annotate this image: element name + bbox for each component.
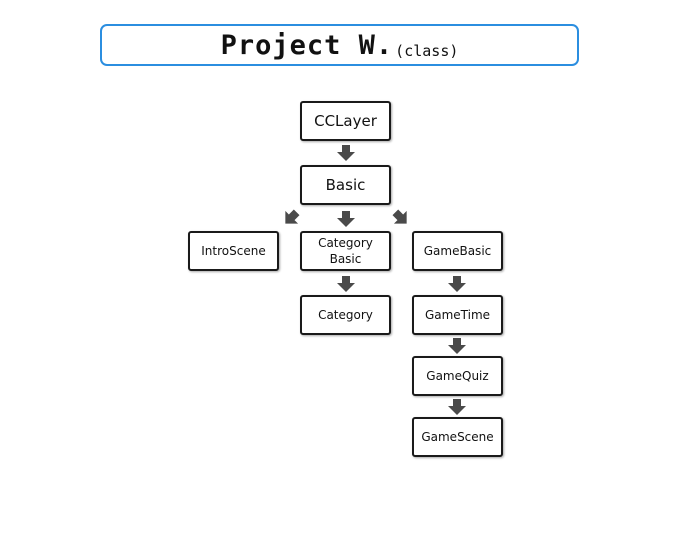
node-categorybasic: Category Basic [300, 231, 391, 271]
arrow-gametime-gamequiz [448, 338, 466, 354]
title-box: Project W. (class) [100, 24, 579, 66]
node-category-label: Category [318, 308, 373, 322]
node-cclayer: CCLayer [300, 101, 391, 141]
node-introscene: IntroScene [188, 231, 279, 271]
node-gamescene-label: GameScene [421, 430, 494, 444]
title-sub: (class) [395, 42, 459, 60]
node-cclayer-label: CCLayer [314, 112, 377, 130]
arrow-basic-introscene [285, 209, 300, 224]
arrow-cclayer-basic [337, 145, 355, 161]
node-gametime: GameTime [412, 295, 503, 335]
arrow-gamebasic-gametime [448, 276, 466, 292]
arrow-categorybasic-category [337, 276, 355, 292]
node-gamebasic: GameBasic [412, 231, 503, 271]
node-introscene-label: IntroScene [201, 244, 266, 258]
node-categorybasic-label: Category Basic [318, 236, 373, 266]
arrow-basic-gamebasic [392, 209, 407, 224]
arrow-gamequiz-gamescene [448, 399, 466, 415]
node-basic-label: Basic [325, 176, 366, 194]
node-basic: Basic [300, 165, 391, 205]
node-category: Category [300, 295, 391, 335]
node-gametime-label: GameTime [424, 308, 491, 322]
arrow-basic-categorybasic [337, 211, 355, 227]
title-main: Project W. [220, 29, 394, 61]
node-gamequiz: GameQuiz [412, 356, 503, 396]
node-gamequiz-label: GameQuiz [426, 369, 489, 383]
node-gamescene: GameScene [412, 417, 503, 457]
node-gamebasic-label: GameBasic [423, 244, 492, 258]
